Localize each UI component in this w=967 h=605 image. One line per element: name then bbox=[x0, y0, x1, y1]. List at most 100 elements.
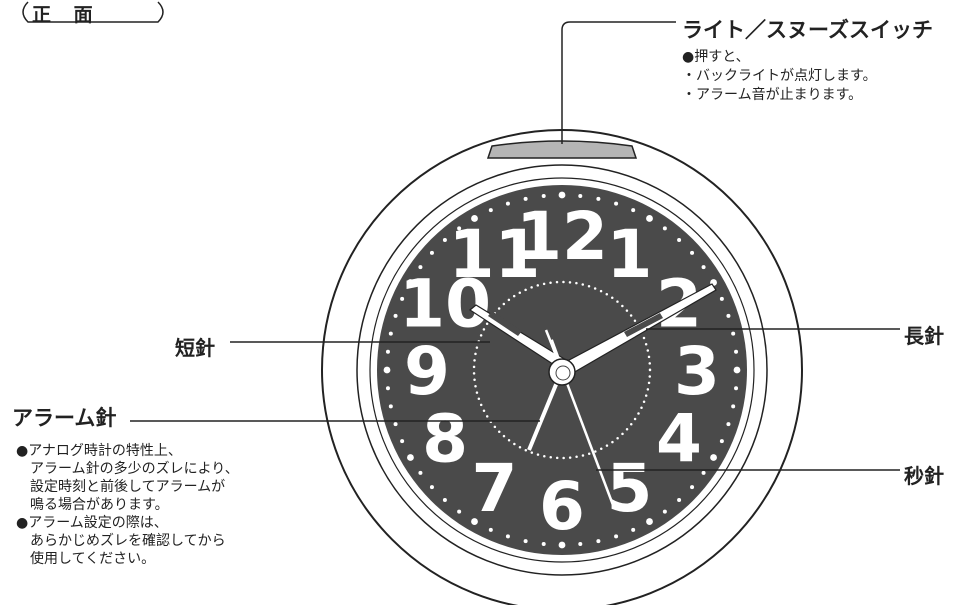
minute-dot bbox=[677, 237, 682, 242]
minute-dot bbox=[677, 498, 682, 503]
alarm-note: アラーム針の多少のズレにより、 bbox=[16, 461, 239, 477]
hour-dot bbox=[383, 366, 391, 374]
minute-dot bbox=[442, 498, 447, 503]
minute-dot bbox=[385, 386, 390, 391]
light-snooze-note: ●押すと、 bbox=[682, 49, 750, 65]
light-snooze-button bbox=[486, 140, 638, 159]
minute-dot bbox=[614, 201, 619, 206]
hour-dot bbox=[558, 541, 566, 549]
hour-dot bbox=[407, 454, 414, 461]
minute-dot bbox=[726, 422, 731, 427]
light-snooze-title: ライト／スヌーズスイッチ bbox=[682, 18, 933, 42]
minute-dot bbox=[393, 422, 398, 427]
inner-dotted-ring bbox=[472, 280, 652, 460]
minute-dot bbox=[418, 470, 423, 475]
minute-dot bbox=[701, 265, 706, 270]
dial-numeral: 3 bbox=[674, 333, 720, 410]
minute-dot bbox=[719, 439, 724, 444]
minute-dot bbox=[631, 527, 636, 532]
minute-dot bbox=[418, 265, 423, 270]
minute-dot bbox=[400, 439, 405, 444]
second-hand-label: 秒針 bbox=[904, 464, 944, 488]
minute-dot bbox=[505, 201, 510, 206]
minute-dot bbox=[457, 509, 462, 514]
minute-dot bbox=[578, 542, 583, 547]
hour-dot bbox=[646, 215, 653, 222]
minute-dot bbox=[631, 208, 636, 213]
minute-dot bbox=[505, 534, 510, 539]
hour-dot bbox=[471, 518, 478, 525]
minute-dot bbox=[662, 509, 667, 514]
minute-dot bbox=[726, 313, 731, 318]
minute-dot bbox=[388, 331, 393, 336]
alarm-note: 設定時刻と前後してアラームが bbox=[16, 479, 226, 495]
dial-numeral: 11 bbox=[449, 216, 541, 293]
minute-dots bbox=[383, 191, 741, 549]
hour-dot bbox=[710, 454, 717, 461]
second-hand bbox=[560, 369, 615, 506]
minute-dot bbox=[400, 296, 405, 301]
minute-dot bbox=[734, 349, 739, 354]
dial-numeral: 8 bbox=[422, 401, 468, 478]
dial-numeral: 9 bbox=[404, 333, 450, 410]
minute-dot bbox=[731, 331, 736, 336]
front-view-label: 正 面 bbox=[32, 4, 101, 26]
minute-dot bbox=[393, 313, 398, 318]
dial-numeral: 12 bbox=[516, 198, 608, 275]
alarm-hand-label: アラーム針 bbox=[12, 406, 117, 430]
hour-hand-lume bbox=[488, 311, 522, 336]
front-label-frame bbox=[22, 1, 164, 23]
minute-dot bbox=[719, 296, 724, 301]
alarm-note: ●アナログ時計の特性上、 bbox=[16, 443, 182, 459]
hands bbox=[468, 283, 717, 506]
minute-dot bbox=[541, 193, 546, 198]
hour-dot bbox=[558, 191, 566, 199]
minute-hand-lume bbox=[624, 313, 663, 337]
minute-hand-label: 長針 bbox=[904, 324, 944, 348]
light-snooze-note: ・バックライトが点灯します。 bbox=[682, 68, 877, 84]
minute-dot bbox=[523, 196, 528, 201]
leader-lines bbox=[130, 21, 900, 471]
minute-dot bbox=[488, 208, 493, 213]
leader-switch bbox=[561, 21, 676, 144]
dial-numeral: 1 bbox=[607, 216, 653, 293]
center-cap-inner bbox=[555, 365, 571, 381]
dial-numeral: 10 bbox=[399, 266, 491, 343]
hour-dot bbox=[733, 366, 741, 374]
minute-dot bbox=[488, 527, 493, 532]
hour-dot bbox=[646, 518, 653, 525]
minute-dot bbox=[429, 250, 434, 255]
minute-dot bbox=[442, 237, 447, 242]
hour-dot bbox=[471, 215, 478, 222]
minute-dot bbox=[701, 470, 706, 475]
minute-dot bbox=[388, 404, 393, 409]
minute-dot bbox=[429, 485, 434, 490]
alarm-note: 使用してください。 bbox=[16, 551, 156, 567]
minute-dot bbox=[457, 226, 462, 231]
hour-dot bbox=[407, 279, 414, 286]
light-snooze-note: ・アラーム音が止まります。 bbox=[682, 87, 863, 103]
minute-dot bbox=[385, 349, 390, 354]
alarm-note: ●アラーム設定の際は、 bbox=[16, 515, 168, 531]
minute-dot bbox=[596, 196, 601, 201]
hour-hand-label: 短針 bbox=[175, 336, 215, 360]
dial-numeral: 5 bbox=[607, 450, 653, 527]
minute-dot bbox=[578, 193, 583, 198]
minute-dot bbox=[690, 485, 695, 490]
dial-numeral: 6 bbox=[539, 468, 585, 545]
dial-numeral: 7 bbox=[472, 450, 518, 527]
minute-dot bbox=[523, 539, 528, 544]
minute-dot bbox=[734, 386, 739, 391]
alarm-note: あらかじめズレを確認してから bbox=[16, 533, 226, 549]
alarm-notes: ●アナログ時計の特性上、 アラーム針の多少のズレにより、 設定時刻と前後してアラ… bbox=[16, 442, 239, 568]
light-snooze-notes: ●押すと、 ・バックライトが点灯します。 ・アラーム音が止まります。 bbox=[682, 48, 877, 105]
minute-dot bbox=[662, 226, 667, 231]
alarm-note: 鳴る場合があります。 bbox=[16, 497, 169, 513]
minute-dot bbox=[596, 539, 601, 544]
minute-dot bbox=[614, 534, 619, 539]
dial-numeral: 4 bbox=[656, 401, 702, 478]
minute-dot bbox=[731, 404, 736, 409]
minute-dot bbox=[690, 250, 695, 255]
minute-dot bbox=[541, 542, 546, 547]
